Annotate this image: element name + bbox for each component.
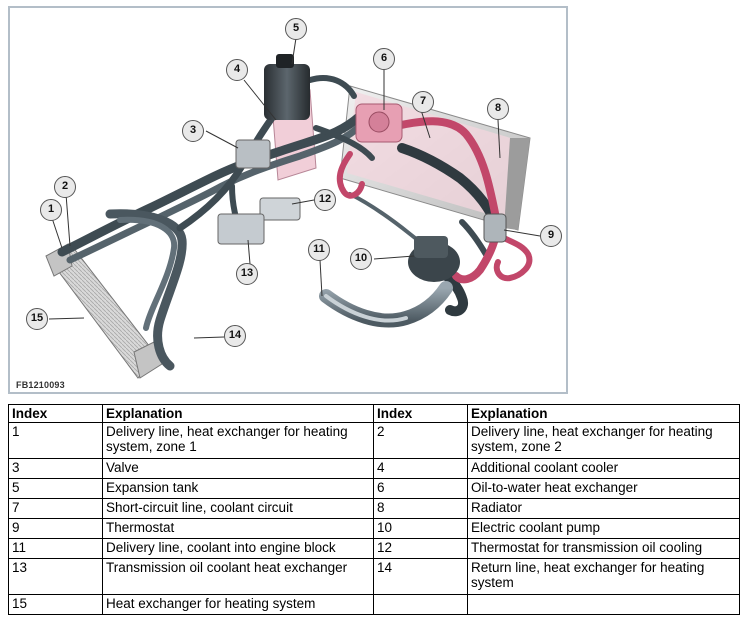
coolant-diagram: 1 2 3 4 5 6 7 8 9 10 11 12 13 14 15 FB12… <box>8 6 568 394</box>
table-row: 7 Short-circuit line, coolant circuit 8 … <box>8 498 740 519</box>
callout-2: 2 <box>54 176 76 198</box>
table-row: 3 Valve 4 Additional coolant cooler <box>8 458 740 479</box>
callout-4: 4 <box>226 59 248 81</box>
diagram-illustration <box>45 37 541 379</box>
explanation-cell: Oil-to-water heat exchanger <box>467 478 740 499</box>
callout-13: 13 <box>236 263 258 285</box>
explanation-cell: Delivery line, coolant into engine block <box>102 538 374 559</box>
index-cell: 11 <box>8 538 103 559</box>
callout-1: 1 <box>40 199 62 221</box>
leader-lines <box>48 37 541 339</box>
callout-15: 15 <box>26 308 48 330</box>
figure-code: FB1210093 <box>16 380 65 390</box>
expansion-tank <box>264 54 310 120</box>
table-row: 11 Delivery line, coolant into engine bl… <box>8 538 740 559</box>
table-row: 9 Thermostat 10 Electric coolant pump <box>8 518 740 539</box>
explanation-cell: Delivery line, heat exchanger for heatin… <box>467 422 740 459</box>
explanation-cell: Thermostat for transmission oil cooling <box>467 538 740 559</box>
explanation-cell: Delivery line, heat exchanger for heatin… <box>102 422 374 459</box>
index-cell <box>373 594 468 615</box>
transmission-oil-heat-exchanger <box>217 213 265 245</box>
header-index-2: Index <box>373 404 468 423</box>
callout-9: 9 <box>540 225 562 247</box>
oil-to-water-heat-exchanger <box>355 103 403 143</box>
callout-14: 14 <box>224 325 246 347</box>
callout-5: 5 <box>285 18 307 40</box>
index-cell: 6 <box>373 478 468 499</box>
index-cell: 13 <box>8 558 103 595</box>
legend-table: Index Explanation Index Explanation 1 De… <box>8 404 740 615</box>
table-header-row: Index Explanation Index Explanation <box>8 404 740 423</box>
heat-exchanger-heating-system <box>45 243 163 379</box>
explanation-cell: Transmission oil coolant heat exchanger <box>102 558 374 595</box>
header-index-1: Index <box>8 404 103 423</box>
index-cell: 7 <box>8 498 103 519</box>
thermostat <box>483 213 507 243</box>
explanation-cell: Short-circuit line, coolant circuit <box>102 498 374 519</box>
callout-12: 12 <box>314 189 336 211</box>
callout-7: 7 <box>412 91 434 113</box>
callout-8: 8 <box>487 98 509 120</box>
table-row: 1 Delivery line, heat exchanger for heat… <box>8 422 740 459</box>
header-explanation-1: Explanation <box>102 404 374 423</box>
delivery-line-engine-block <box>319 281 453 328</box>
explanation-cell: Additional coolant cooler <box>467 458 740 479</box>
index-cell: 2 <box>373 422 468 459</box>
index-cell: 1 <box>8 422 103 459</box>
explanation-cell: Expansion tank <box>102 478 374 499</box>
valve <box>235 139 271 169</box>
table-row: 15 Heat exchanger for heating system <box>8 594 740 615</box>
callout-10: 10 <box>350 248 372 270</box>
index-cell: 4 <box>373 458 468 479</box>
index-cell: 10 <box>373 518 468 539</box>
explanation-cell: Thermostat <box>102 518 374 539</box>
table-row: 5 Expansion tank 6 Oil-to-water heat exc… <box>8 478 740 499</box>
explanation-cell: Return line, heat exchanger for heating … <box>467 558 740 595</box>
callout-11: 11 <box>308 239 330 261</box>
index-cell: 3 <box>8 458 103 479</box>
thermostat-transmission-oil <box>259 197 301 221</box>
explanation-cell <box>467 594 740 615</box>
explanation-cell: Radiator <box>467 498 740 519</box>
explanation-cell: Electric coolant pump <box>467 518 740 539</box>
index-cell: 15 <box>8 594 103 615</box>
index-cell: 8 <box>373 498 468 519</box>
callout-6: 6 <box>373 48 395 70</box>
index-cell: 5 <box>8 478 103 499</box>
callout-3: 3 <box>182 120 204 142</box>
header-explanation-2: Explanation <box>467 404 740 423</box>
short-circuit-line <box>336 117 533 284</box>
electric-coolant-pump <box>408 236 460 282</box>
index-cell: 12 <box>373 538 468 559</box>
index-cell: 14 <box>373 558 468 595</box>
index-cell: 9 <box>8 518 103 539</box>
table-row: 13 Transmission oil coolant heat exchang… <box>8 558 740 595</box>
explanation-cell: Heat exchanger for heating system <box>102 594 374 615</box>
explanation-cell: Valve <box>102 458 374 479</box>
